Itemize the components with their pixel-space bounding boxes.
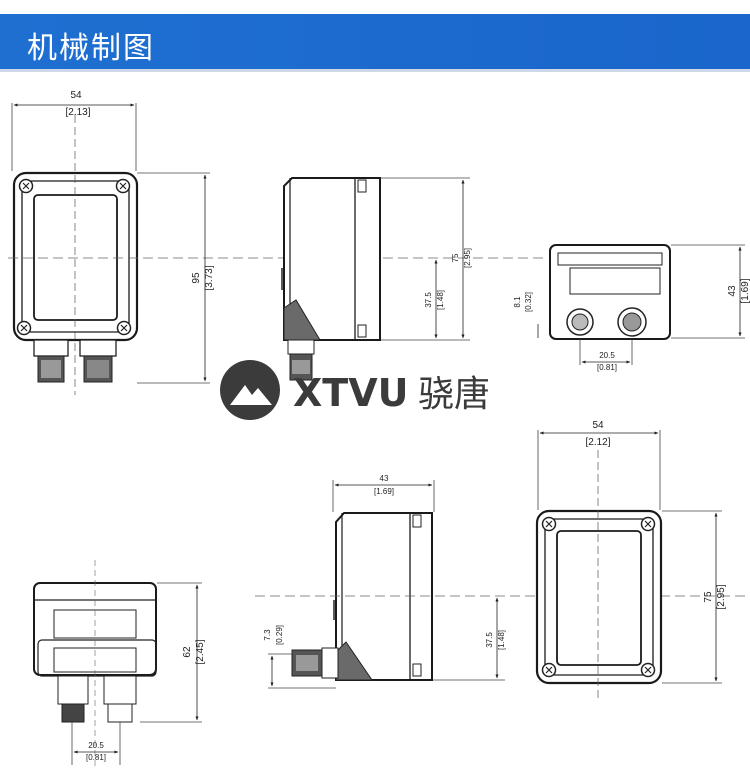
section-title: 机械制图: [27, 31, 155, 66]
bottom-spacing-label: 20.5: [599, 351, 615, 360]
side2-mid-inch-label: [1.48]: [497, 630, 506, 650]
screw-icon: [640, 662, 656, 678]
bottom-view: 43 [1.69] 8.1 [0.32] 20.5 [0.81]: [513, 244, 750, 372]
screw-icon: [18, 178, 34, 194]
front-width-label: 54: [70, 90, 82, 101]
side2-offset-inch-label: [0.29]: [275, 625, 284, 645]
front-height-inch-label: [3.73]: [204, 265, 215, 290]
front-height-label: 95: [191, 272, 202, 284]
brand-logo-icon: [220, 360, 280, 420]
front-view-2: 54 [2.12] 75 [2.95]: [535, 420, 727, 700]
screw-icon: [640, 516, 656, 532]
front2-height-inch-label: [2.95]: [716, 584, 727, 609]
bottom2-height-label: 62: [182, 646, 193, 658]
side-mid-label: 37.5: [424, 292, 433, 308]
front-width-inch-label: [2.13]: [65, 107, 90, 118]
screw-icon: [541, 662, 557, 678]
bottom-offset-inch-label: [0.32]: [524, 292, 533, 312]
screw-icon: [16, 320, 32, 336]
side-view-2: 43 [1.69] 7.3 [0.29] 37.5 [1.48]: [255, 474, 745, 689]
side2-width-inch-label: [1.69]: [374, 487, 394, 496]
bottom2-spacing-inch-label: [0.81]: [86, 753, 106, 762]
side2-mid-label: 37.5: [485, 632, 494, 648]
side2-width-label: 43: [380, 474, 389, 483]
bottom2-height-inch-label: [2.45]: [195, 639, 206, 664]
side-height-label: 75: [451, 253, 460, 262]
bottom2-spacing-label: 20.5: [88, 741, 104, 750]
side-view: 75 [2.95] 37.5 [1.48]: [281, 177, 472, 381]
bottom-view-2: 62 [2.45] 20.5 [0.81]: [33, 560, 206, 770]
front-view: 54 [2.13] 95 [3.73]: [8, 90, 545, 395]
side-height-inch-label: [2.95]: [463, 248, 472, 268]
bottom-height-inch-label: [1.69]: [740, 278, 750, 303]
bottom-spacing-inch-label: [0.81]: [597, 363, 617, 372]
screw-icon: [116, 320, 132, 336]
watermark: XTVU 骁唐: [220, 360, 490, 420]
bottom-height-label: 43: [727, 285, 738, 297]
screw-icon: [115, 178, 131, 194]
watermark-brand-cn: 骁唐: [418, 374, 490, 415]
front2-height-label: 75: [703, 591, 714, 603]
screw-icon: [541, 516, 557, 532]
side2-offset-label: 7.3: [263, 629, 272, 641]
header-shadow: [0, 69, 750, 72]
side-mid-inch-label: [1.48]: [436, 290, 445, 310]
front2-width-inch-label: [2.12]: [585, 437, 610, 448]
watermark-brand: XTVU: [293, 371, 408, 415]
front2-width-label: 54: [592, 420, 604, 431]
section-header: 机械制图: [0, 14, 750, 72]
bottom-offset-label: 8.1: [513, 296, 522, 308]
